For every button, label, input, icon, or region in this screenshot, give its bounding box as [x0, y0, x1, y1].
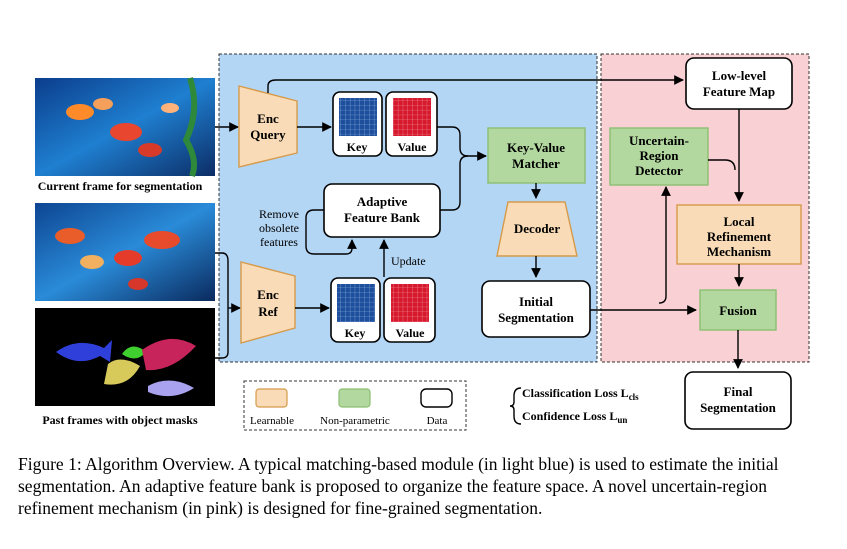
svg-text:Final: Final: [724, 384, 753, 399]
figure-caption: Figure 1: Algorithm Overview. A typical …: [18, 454, 779, 518]
adaptive-feature-bank-block: Adaptive Feature Bank: [323, 183, 441, 238]
ref-key-block: Key: [330, 277, 381, 343]
ref-value-block: Value: [383, 277, 436, 343]
legend-nonparam-swatch: [338, 388, 371, 408]
legend-learnable-label: Learnable: [250, 415, 294, 427]
svg-text:Fusion: Fusion: [719, 303, 757, 318]
svg-text:Local: Local: [723, 214, 754, 229]
svg-text:Ref: Ref: [258, 304, 278, 319]
legend-data-swatch: [420, 388, 453, 408]
svg-text:Key-Value: Key-Value: [507, 140, 565, 155]
legend: Learnable Non-parametric Data: [243, 380, 467, 431]
svg-text:Segmentation: Segmentation: [700, 400, 777, 415]
svg-text:obsolete: obsolete: [259, 221, 299, 235]
decoder-block: Decoder: [496, 201, 578, 257]
initial-segmentation-block: Initial Segmentation: [481, 280, 591, 338]
svg-text:Refinement: Refinement: [707, 229, 772, 244]
svg-text:Adaptive: Adaptive: [357, 194, 408, 209]
svg-text:Region: Region: [640, 148, 680, 163]
object-mask-image: [35, 308, 215, 406]
svg-text:Matcher: Matcher: [512, 156, 560, 171]
svg-text:Feature Map: Feature Map: [703, 84, 775, 99]
final-segmentation-block: Final Segmentation: [684, 371, 792, 430]
remove-obsolete-label: Remove obsolete features: [259, 207, 299, 249]
current-frame-image: [35, 77, 215, 178]
svg-text:Value: Value: [396, 326, 426, 340]
svg-text:features: features: [260, 235, 298, 249]
svg-text:Key: Key: [345, 326, 366, 340]
key-value-matcher-block: Key-Value Matcher: [487, 127, 586, 184]
svg-text:Detector: Detector: [635, 163, 683, 178]
svg-text:Low-level: Low-level: [712, 68, 767, 83]
svg-text:Segmentation: Segmentation: [498, 310, 575, 325]
svg-text:Feature Bank: Feature Bank: [344, 210, 421, 225]
svg-text:Remove: Remove: [259, 207, 299, 221]
legend-learnable-swatch: [255, 388, 288, 408]
enc-query-block: Enc Query: [238, 85, 298, 168]
legend-nonparam-label: Non-parametric: [320, 415, 390, 427]
svg-text:Enc: Enc: [257, 111, 279, 126]
svg-text:Uncertain-: Uncertain-: [629, 133, 689, 148]
svg-text:Enc: Enc: [257, 287, 279, 302]
svg-text:Confidence Loss Lun: Confidence Loss Lun: [522, 409, 627, 425]
svg-text:Value: Value: [398, 140, 428, 154]
legend-data-label: Data: [427, 415, 448, 427]
uncertain-region-detector-block: Uncertain- Region Detector: [609, 127, 709, 186]
svg-text:Mechanism: Mechanism: [707, 244, 771, 259]
enc-ref-block: Enc Ref: [240, 261, 296, 344]
fusion-block: Fusion: [699, 289, 777, 331]
current-frame-label: Current frame for segmentation: [38, 179, 203, 193]
low-level-feature-map-block: Low-level Feature Map: [685, 57, 793, 110]
svg-text:Initial: Initial: [519, 294, 553, 309]
update-label: Update: [391, 254, 426, 268]
query-key-block: Key: [332, 91, 383, 157]
query-value-block: Value: [385, 91, 438, 157]
svg-text:Query: Query: [250, 127, 286, 142]
past-frame-image: [35, 203, 215, 301]
past-frames-label: Past frames with object masks: [42, 413, 198, 427]
svg-text:Decoder: Decoder: [514, 221, 560, 236]
svg-text:Key: Key: [347, 140, 368, 154]
local-refinement-mechanism-block: Local Refinement Mechanism: [676, 204, 802, 265]
loss-labels: Classification Loss Lcls Confidence Loss…: [509, 386, 639, 425]
svg-text:Classification Loss Lcls: Classification Loss Lcls: [522, 386, 639, 402]
